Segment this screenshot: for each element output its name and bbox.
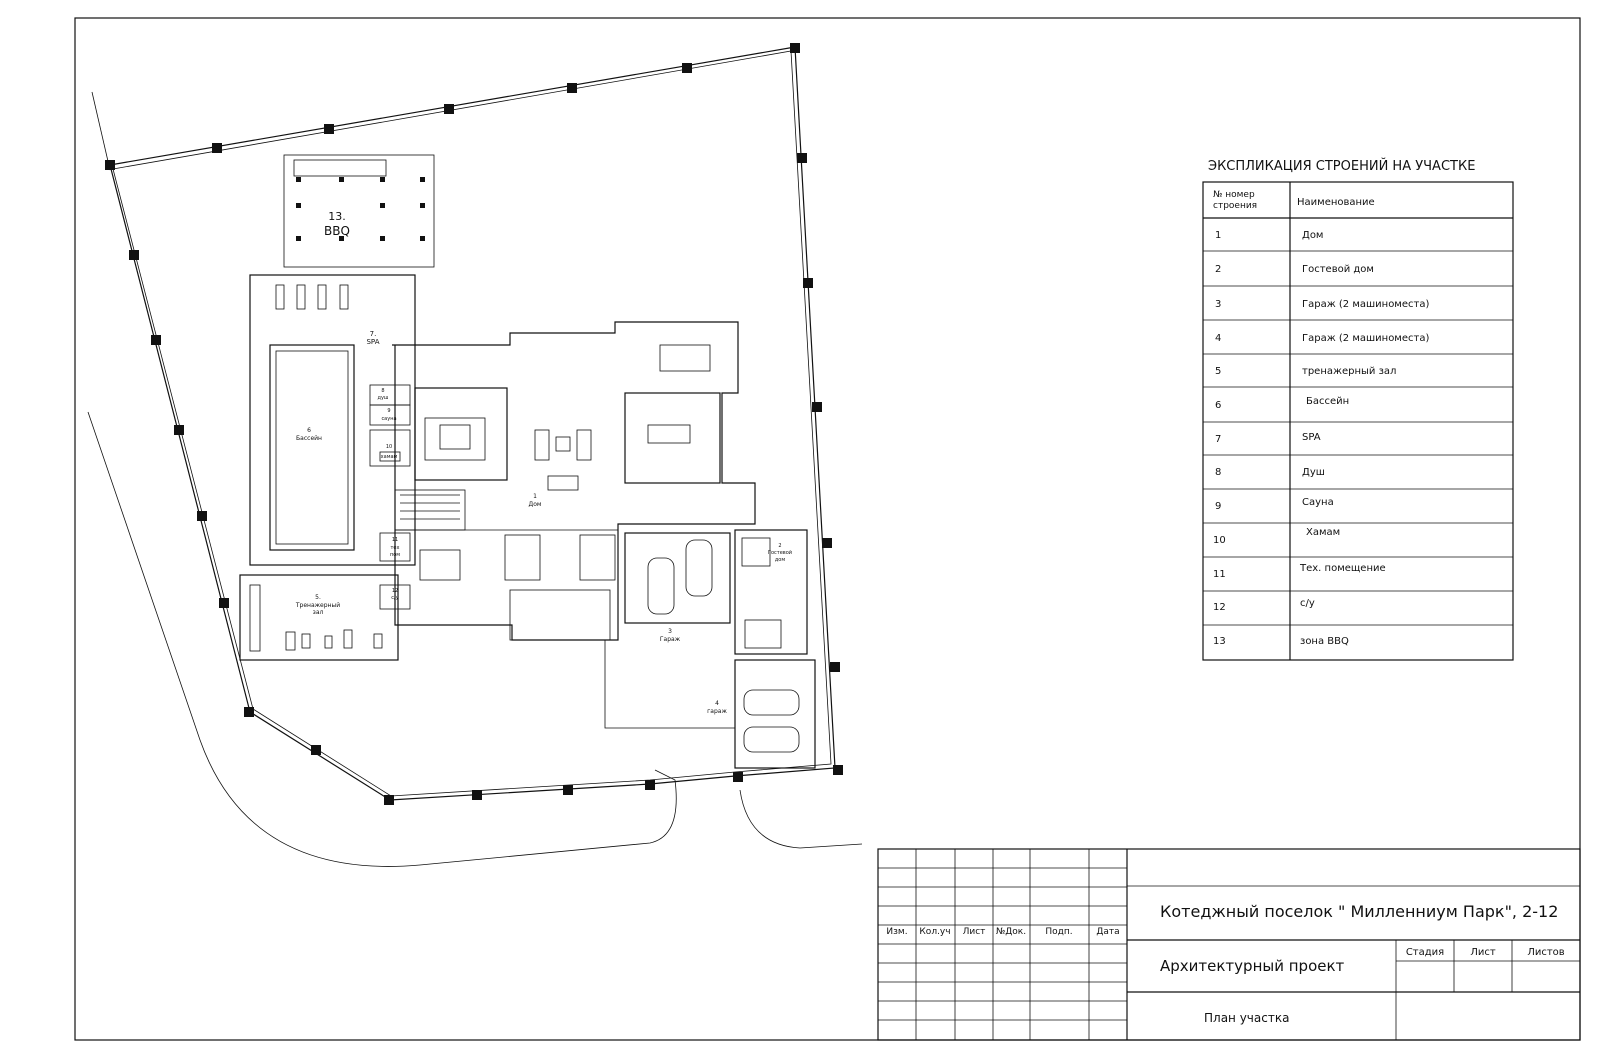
shower-number: 8 [381,388,384,394]
header-date: Дата [1096,927,1119,937]
row-1-num: 1 [1215,230,1221,241]
tech-label: тех [391,545,400,551]
bbq-zone: 13. BBQ [283,154,435,268]
col-header-number-2: строения [1213,201,1257,211]
row-11-name: Тех. помещение [1299,563,1386,574]
garage3-label: Гараж [660,636,681,643]
row-6-num: 6 [1215,400,1221,411]
header-podp: Подп. [1045,927,1072,937]
main-house: 1 Дом 11 тех пом 12 с/у [379,321,756,641]
title-block: Изм. Кол.уч Лист №Док. Подп. Дата Котедж… [877,848,1581,1041]
spa-number: 7. [370,330,377,338]
header-doc: №Док. [996,927,1026,937]
header-izm: Изм. [886,927,907,937]
row-8-name: Душ [1302,467,1325,478]
site-plan: 13. BBQ 7. SPA 6 Бассейн 8 душ 9 сауна 1… [87,43,863,867]
header-kol-uch: Кол.уч [919,927,950,937]
row-5-num: 5 [1215,366,1221,377]
bbq-number: 13. [328,210,346,223]
garage4-number: 4 [715,700,719,707]
row-6-name: Бассейн [1306,396,1349,407]
header-list: Лист [963,927,986,937]
row-10-num: 10 [1213,535,1226,546]
sauna-number: 9 [387,408,390,414]
house-label: Дом [529,501,542,508]
road-curb-outer [87,411,677,867]
gym-number: 5. [315,594,321,601]
gym-building: 5. Тренажерный зал [239,574,399,661]
gym-label-2: зал [313,609,324,616]
garage-4: 4 гараж [707,659,816,769]
pool [269,344,355,551]
spa-benches [275,284,349,310]
sauna-label: сауна [381,416,396,422]
hammam-number: 10 [386,444,392,450]
guest-house: 2 Гостевой дом [734,529,808,655]
col-header-number: № номер [1213,190,1255,200]
site-fence-inner [112,50,832,797]
spa-label: SPA [366,338,379,346]
guest-label-2: дом [775,557,786,563]
road-curb-left [91,91,111,171]
tech-number: 11 [392,537,398,543]
explication-table: ЭКСПЛИКАЦИЯ СТРОЕНИЙ НА УЧАСТКЕ № номер … [1202,158,1514,661]
guest-label: Гостевой [768,549,792,556]
row-3-name: Гараж (2 машиноместа) [1302,299,1429,310]
wc-label: с/у [391,595,398,601]
col-header-name: Наименование [1297,197,1375,208]
pool-number: 6 [307,427,311,434]
row-13-name: зона BBQ [1300,636,1349,647]
drawing-name: План участка [1204,1011,1289,1025]
site-fence [109,46,836,801]
row-9-name: Сауна [1302,497,1334,508]
explication-title: ЭКСПЛИКАЦИЯ СТРОЕНИЙ НА УЧАСТКЕ [1208,158,1475,174]
row-7-name: SPA [1302,432,1321,443]
road-curb-right [739,789,863,849]
sheets-header: Листов [1527,947,1564,958]
guest-number: 2 [778,543,781,549]
spa-building: 7. SPA 6 Бассейн 8 душ 9 сауна 10 хамам [249,274,416,566]
project-name: Котеджный поселок " Милленниум Парк", 2-… [1160,902,1558,921]
bbq-label: BBQ [324,224,350,238]
house-number: 1 [533,493,537,500]
garage4-label: гараж [707,708,727,715]
wc-number: 12 [392,588,398,594]
shower-label: душ [378,395,389,401]
row-4-num: 4 [1215,333,1221,344]
garage-3: 3 Гараж [604,532,735,729]
row-5-name: тренажерный зал [1302,366,1396,377]
hammam-label: хамам [381,454,398,460]
row-7-num: 7 [1215,434,1221,445]
row-2-name: Гостевой дом [1302,264,1374,275]
row-8-num: 8 [1215,467,1221,478]
tech-label-2: пом [390,552,400,558]
row-11-num: 11 [1213,569,1226,580]
explication-rows: 1 Дом 2 Гостевой дом 3 Гараж (2 машиноме… [1213,230,1429,647]
stage-header: Стадия [1406,947,1444,958]
sheet-frame [74,17,1581,1041]
garage3-number: 3 [668,628,672,635]
fence-posts [105,43,843,805]
document-type: Архитектурный проект [1160,957,1345,975]
row-9-num: 9 [1215,501,1221,512]
row-12-name: с/у [1300,598,1315,609]
row-12-num: 12 [1213,602,1226,613]
row-4-name: Гараж (2 машиноместа) [1302,333,1429,344]
row-13-num: 13 [1213,636,1226,647]
pool-label: Бассейн [296,435,322,442]
gym-label: Тренажерный [295,602,340,609]
row-1-name: Дом [1302,230,1323,241]
sheet-header: Лист [1470,947,1496,958]
row-3-num: 3 [1215,299,1221,310]
row-10-name: Хамам [1306,527,1340,538]
row-2-num: 2 [1215,264,1221,275]
